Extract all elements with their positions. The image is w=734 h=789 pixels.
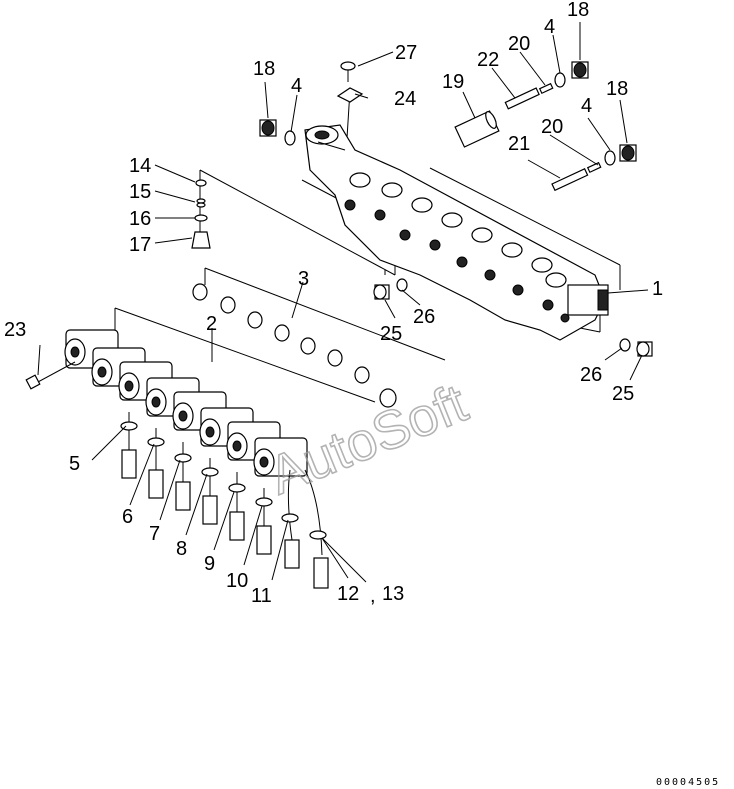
callout-21: 21: [508, 133, 530, 155]
callout-22: 22: [477, 49, 499, 71]
callout-18c: 18: [606, 78, 628, 100]
callout-7: 7: [149, 523, 160, 545]
connector-10: [255, 488, 273, 555]
bolt-23: [25, 361, 76, 390]
callout-16: 16: [129, 208, 151, 230]
callout-20a: 20: [508, 33, 530, 55]
callout-6: 6: [122, 506, 133, 528]
connector-8: [201, 458, 219, 525]
connector-5: [120, 412, 138, 479]
plug-parts: [259, 61, 653, 357]
solenoid-6: [199, 407, 254, 447]
callout-9: 9: [204, 553, 215, 575]
valve-body: [304, 124, 609, 341]
callout-27: 27: [395, 42, 417, 64]
o-ring-row: [192, 283, 397, 408]
leader-lines: [37, 22, 649, 583]
drawing-code: 00004505: [656, 777, 720, 788]
connector-9: [228, 472, 246, 541]
callout-18a: 18: [253, 58, 275, 80]
small-parts-stack: [191, 179, 211, 249]
callout-26b: 26: [580, 364, 602, 386]
callout-10: 10: [226, 570, 248, 592]
callout-labels: 1 2 3 4 4 4 5 6 7 8 9 10 11 12 , 13 14 1…: [4, 0, 663, 607]
callout-3: 3: [298, 268, 309, 290]
callout-17: 17: [129, 234, 151, 256]
callout-20b: 20: [541, 116, 563, 138]
callout-13: 13: [382, 583, 404, 605]
callout-12: 12: [337, 583, 359, 605]
connector-6: [147, 428, 165, 499]
callout-25a: 25: [380, 323, 402, 345]
callout-separator: ,: [370, 585, 376, 607]
callout-15: 15: [129, 181, 151, 203]
connectors: [120, 412, 329, 589]
callout-14: 14: [129, 155, 151, 177]
watermark: AutoSoft: [261, 373, 476, 506]
connector-12: [304, 469, 329, 589]
connector-7: [174, 442, 192, 511]
callout-19: 19: [442, 71, 464, 93]
connector-11: [281, 469, 300, 569]
callout-11: 11: [251, 585, 272, 607]
callout-4c: 4: [581, 95, 592, 117]
solenoid-8: [253, 437, 308, 477]
callout-4b: 4: [544, 16, 555, 38]
callout-23: 23: [4, 319, 26, 341]
callout-2: 2: [206, 313, 217, 335]
callout-24: 24: [394, 88, 416, 110]
callout-26a: 26: [413, 306, 435, 328]
solenoid-row: [64, 329, 308, 477]
callout-8: 8: [176, 538, 187, 560]
callout-18b: 18: [567, 0, 589, 21]
callout-1: 1: [652, 278, 663, 300]
screw-and-plate: [336, 61, 364, 103]
callout-25b: 25: [612, 383, 634, 405]
callout-5: 5: [69, 453, 80, 475]
callout-4a: 4: [291, 75, 302, 97]
